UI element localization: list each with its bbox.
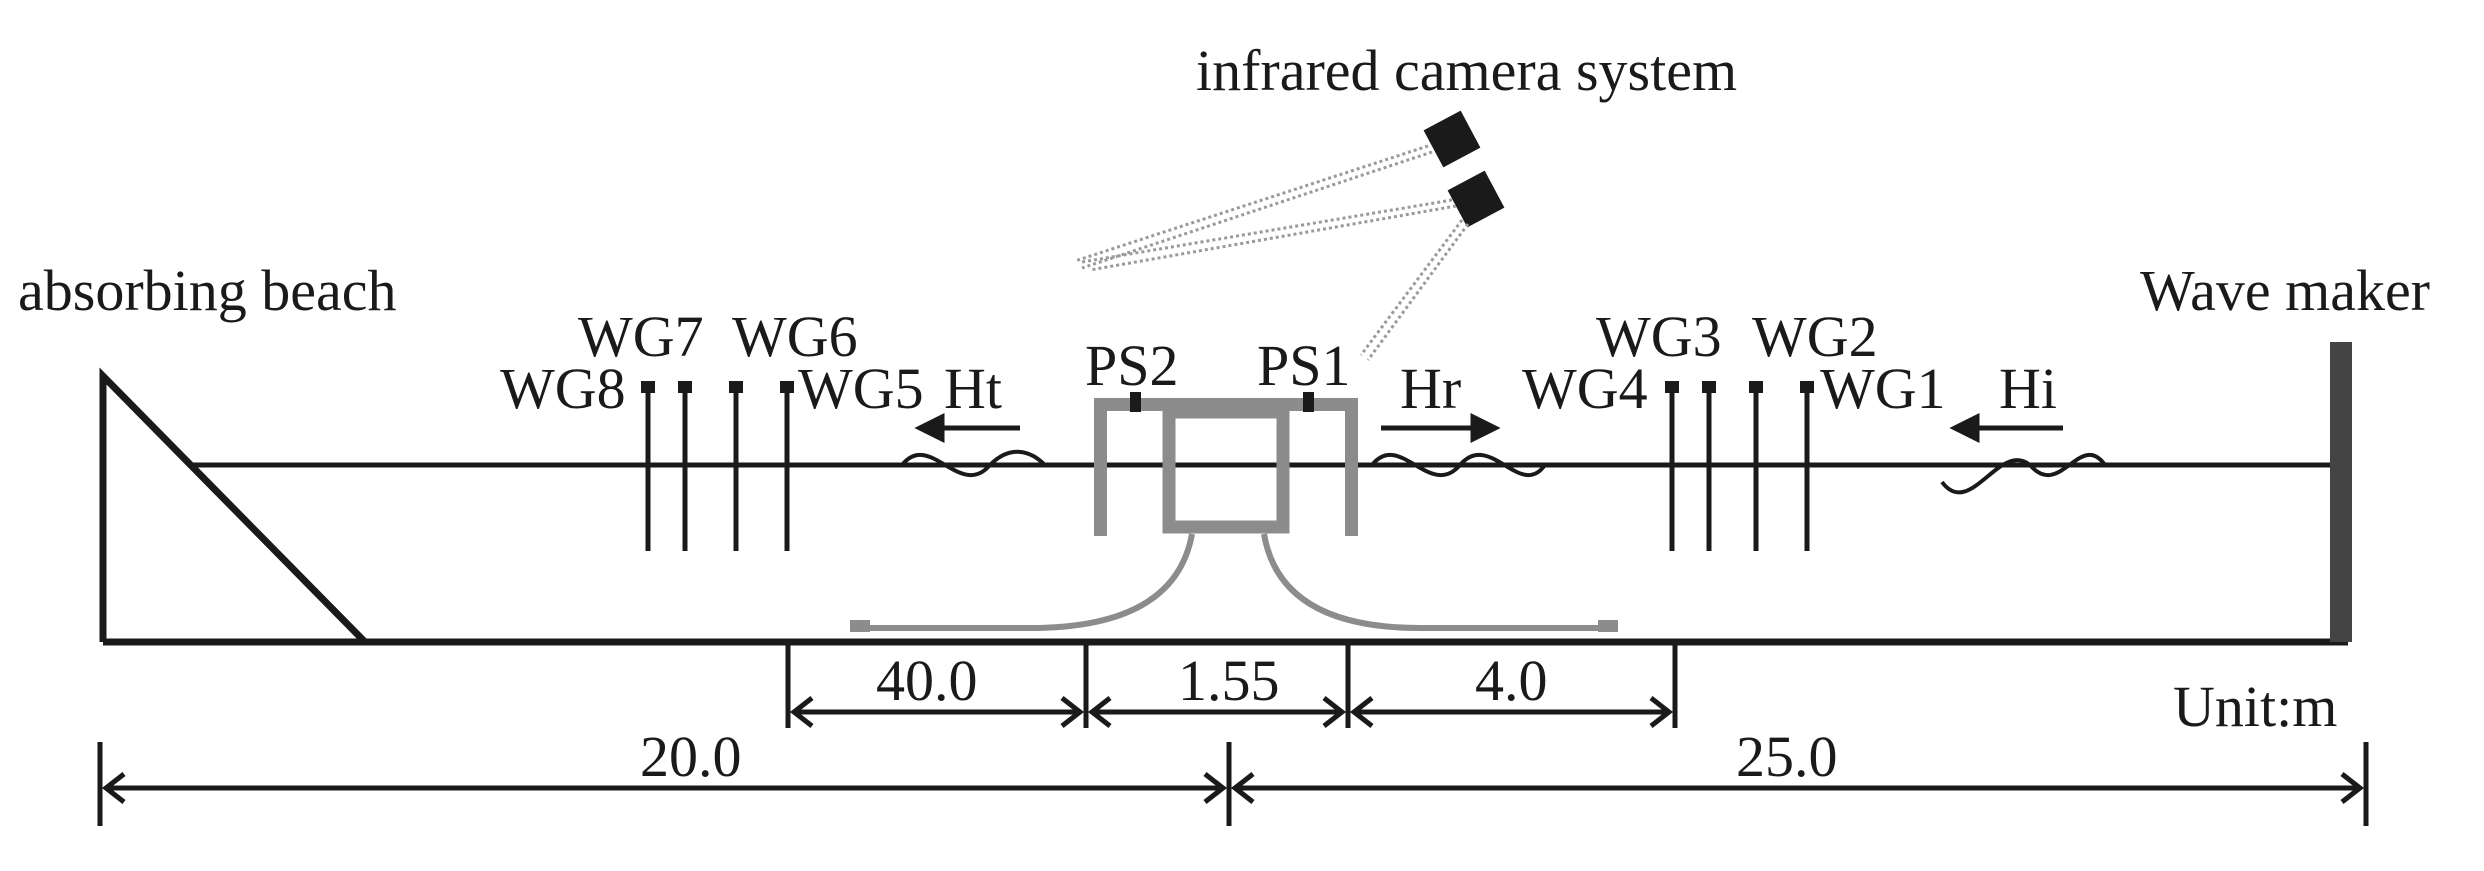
wave-maker-label: Wave maker: [2140, 258, 2430, 323]
ps2-label: PS2: [1085, 333, 1179, 398]
incident-wave: [1940, 452, 2107, 495]
camera-label: infrared camera system: [1196, 38, 1737, 103]
wg7-label: WG7: [578, 304, 704, 369]
infrared-camera-icon: [1423, 110, 1505, 228]
wave-maker-paddle: [2330, 342, 2352, 642]
transmitted-wave: [900, 449, 1047, 478]
wg3-probe: [1702, 381, 1716, 393]
breakwater-structure: [850, 398, 1618, 632]
wave-gauges-left: [641, 381, 794, 551]
wave-gauges-right: [1665, 381, 1814, 551]
wg1-probe: [1800, 381, 1814, 393]
dimension-20: 20.0: [640, 724, 742, 789]
absorbing-beach-slope: [99, 367, 368, 645]
wg5-label: WG5: [798, 356, 924, 421]
wg4-probe: [1665, 381, 1679, 393]
unit-label: Unit:m: [2173, 674, 2337, 739]
absorbing-beach-label: absorbing beach: [18, 258, 396, 323]
transmitted-wave-label: Ht: [944, 356, 1002, 421]
ps1-label: PS1: [1257, 333, 1351, 398]
pressure-sensor-ps1: [1303, 392, 1314, 412]
reflected-wave: [1370, 452, 1547, 478]
camera-rays: [1074, 144, 1470, 361]
wg7-probe: [678, 381, 692, 393]
dimension-1-55: 1.55: [1178, 648, 1280, 713]
wg1-label: WG1: [1820, 356, 1946, 421]
dimension-25: 25.0: [1736, 724, 1838, 789]
wg3-label: WG3: [1596, 304, 1722, 369]
reflected-wave-label: Hr: [1400, 356, 1461, 421]
pressure-sensor-ps2: [1130, 392, 1141, 412]
dimension-row-upper: [785, 642, 1678, 728]
wg8-probe: [641, 381, 655, 393]
wg2-label: WG2: [1752, 304, 1878, 369]
wave-arrows: [914, 412, 2063, 444]
wg4-label: WG4: [1522, 356, 1648, 421]
wg8-label: WG8: [500, 356, 626, 421]
dimension-40: 40.0: [876, 648, 978, 713]
dimension-row-lower: [97, 742, 2369, 826]
wg5-probe: [780, 381, 794, 393]
incident-wave-label: Hi: [1999, 356, 2057, 421]
dimension-4: 4.0: [1475, 648, 1548, 713]
wg6-label: WG6: [732, 304, 858, 369]
wg2-probe: [1749, 381, 1763, 393]
wg6-probe: [729, 381, 743, 393]
wave-sketches: [900, 449, 2107, 495]
